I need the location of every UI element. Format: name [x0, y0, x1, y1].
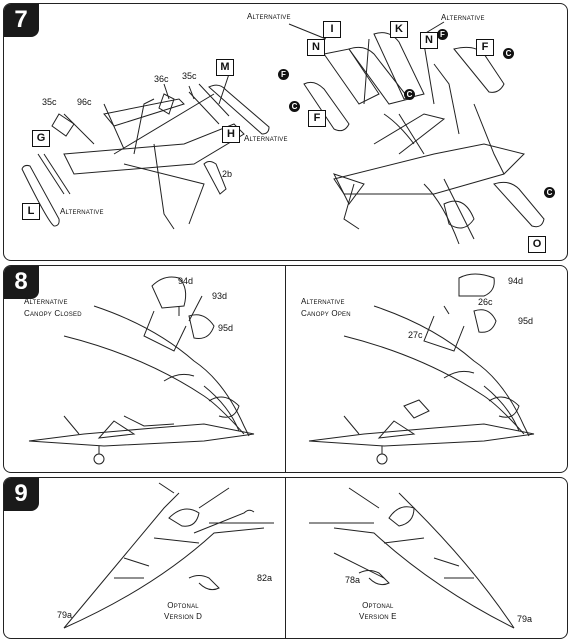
- step-9-divider: [285, 478, 286, 638]
- step-9-drawing: [63, 482, 515, 629]
- version-d-note: Optonal Version D: [164, 600, 202, 622]
- alternative-label-l: Alternative: [60, 207, 104, 216]
- canopy-open-title-line1: Alternative: [301, 297, 345, 306]
- version-e-note-line2: Version E: [359, 612, 397, 621]
- step-9-number: 9: [4, 478, 39, 511]
- step-8-number: 8: [4, 266, 39, 299]
- box-label-h: H: [222, 126, 240, 143]
- box-label-n-right: N: [420, 32, 438, 49]
- box-label-l: L: [22, 203, 40, 220]
- box-label-g: G: [32, 130, 50, 147]
- box-label-n-left: N: [307, 39, 325, 56]
- canopy-open-title-line2: Canopy Open: [301, 309, 351, 318]
- version-d-note-line1: Optonal: [167, 601, 199, 610]
- part-82a: 82a: [257, 573, 273, 583]
- version-d-note-line2: Version D: [164, 612, 203, 621]
- alternative-label-top-right: Alternative: [441, 13, 485, 22]
- step-7-number: 7: [4, 4, 39, 37]
- step-8-divider: [285, 266, 286, 472]
- box-label-f-left: F: [308, 110, 326, 127]
- part-94d-right: 94d: [508, 276, 524, 286]
- part-78a: 78a: [345, 575, 361, 585]
- part-2b: 2b: [222, 169, 233, 179]
- part-35c-a: 35c: [42, 97, 57, 107]
- part-27c: 27c: [408, 330, 423, 340]
- step-8-panel: 8 Alternative Canopy Clos: [3, 265, 568, 473]
- part-35c-b: 35c: [182, 71, 197, 81]
- box-label-i: I: [323, 21, 341, 38]
- marker-c-top-right: C: [503, 48, 514, 59]
- version-e-note-line1: Optonal: [362, 601, 394, 610]
- part-93d: 93d: [212, 291, 228, 301]
- box-label-m: M: [216, 59, 234, 76]
- step-7-drawing: [21, 21, 545, 245]
- part-26c: 26c: [478, 297, 493, 307]
- canopy-closed-title-line2: Canopy Closed: [24, 309, 82, 318]
- marker-c-left: C: [289, 101, 300, 112]
- step-8-drawing: [28, 273, 535, 465]
- part-95d-right: 95d: [518, 316, 534, 326]
- canopy-closed-title-line1: Alternative: [24, 297, 68, 306]
- part-79a-left: 79a: [57, 610, 73, 620]
- step-9-panel: 9 82a 79a Optonal Version D 78a 79a Opto…: [3, 477, 568, 639]
- box-label-f-top: F: [476, 39, 494, 56]
- part-95d-left: 95d: [218, 323, 234, 333]
- alternative-label-top-left: Alternative: [247, 12, 291, 21]
- part-96c: 96c: [77, 97, 92, 107]
- step-7-panel: 7 Alternative: [3, 3, 568, 261]
- part-79a-right: 79a: [517, 614, 533, 624]
- marker-f-left: F: [278, 69, 289, 80]
- box-label-o: O: [528, 236, 546, 253]
- marker-c-bottom-right: C: [544, 187, 555, 198]
- box-label-k: K: [390, 21, 408, 38]
- marker-c-middle: C: [404, 89, 415, 100]
- alternative-label-h: Alternative: [244, 134, 288, 143]
- part-94d-left: 94d: [178, 276, 194, 286]
- part-36c: 36c: [154, 74, 169, 84]
- version-e-note: Optonal Version E: [359, 600, 397, 622]
- marker-f-top: F: [437, 29, 448, 40]
